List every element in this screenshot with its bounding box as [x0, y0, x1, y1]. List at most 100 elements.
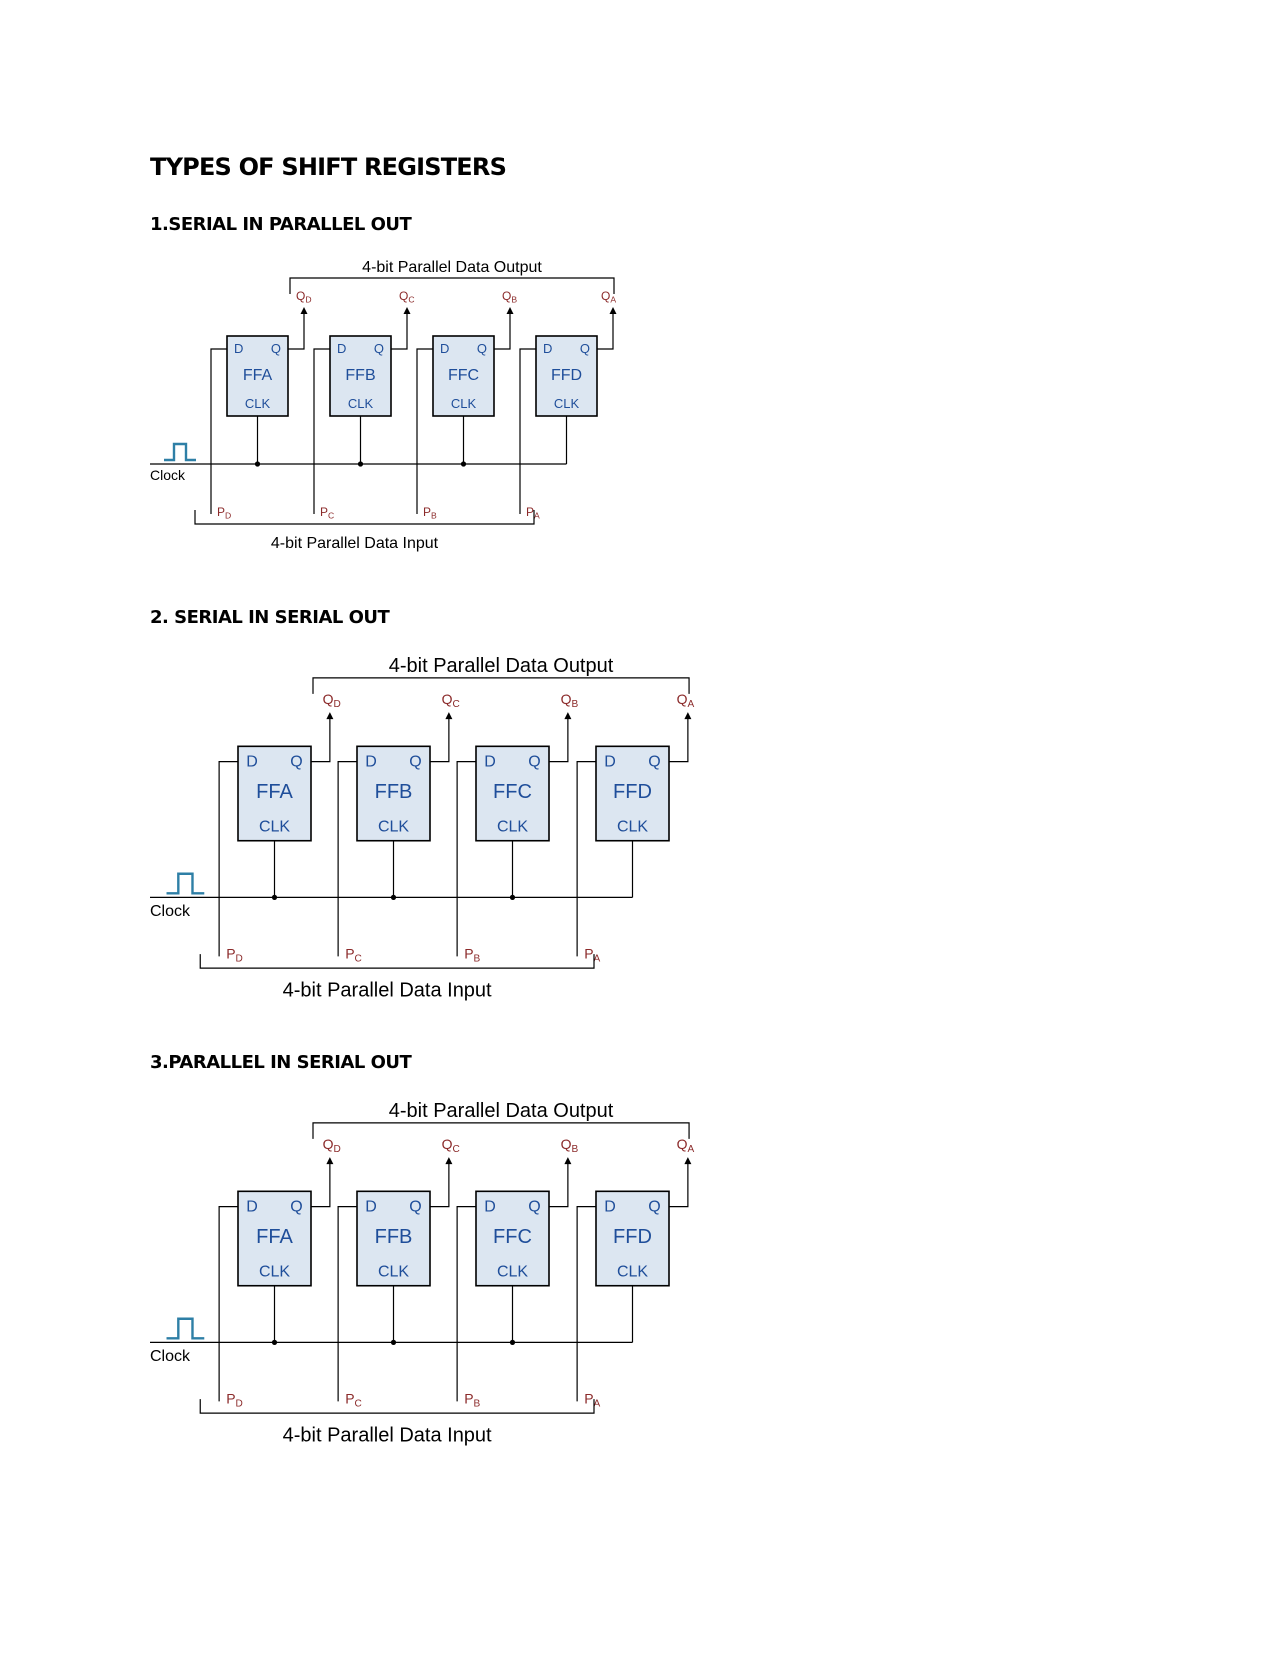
q-output-wire: [669, 1163, 689, 1208]
flipflop-name: FFC: [493, 1226, 532, 1248]
output-label: QA: [601, 289, 616, 305]
parallel-input-wire: [519, 348, 536, 514]
input-label: PC: [320, 505, 334, 521]
clock-pulse-icon: [166, 1317, 205, 1340]
flipflop-q-pin: Q: [409, 1198, 421, 1215]
flipflop-q-pin: Q: [580, 341, 590, 356]
q-output-wire: [430, 718, 450, 763]
flipflop-clk-pin: CLK: [617, 818, 648, 835]
input-label: PD: [226, 1390, 243, 1409]
output-arrow: [326, 712, 334, 720]
flipflop-clk-pin: CLK: [245, 396, 271, 411]
flipflop-d-pin: D: [484, 1198, 496, 1215]
output-arrow: [326, 1157, 334, 1165]
q-output-wire: [288, 313, 305, 350]
input-label: PD: [217, 505, 231, 521]
flipflop-name: FFA: [243, 367, 273, 384]
output-label: QB: [561, 1136, 579, 1155]
output-arrow: [684, 1157, 692, 1165]
flipflop-clk-pin: CLK: [554, 396, 580, 411]
output-bus-bracket: [312, 677, 690, 694]
output-arrow: [445, 712, 453, 720]
flipflop-name: FFC: [493, 781, 532, 803]
flipflop-d-pin: D: [365, 753, 377, 770]
flipflop-box: [356, 745, 431, 842]
parallel-input-wire: [337, 1206, 357, 1402]
output-label: QC: [442, 1136, 460, 1155]
flipflop-clk-pin: CLK: [259, 1263, 290, 1280]
parallel-input-wire: [456, 761, 476, 957]
q-output-wire: [391, 313, 408, 350]
output-arrow: [684, 712, 692, 720]
flipflop-name: FFD: [613, 781, 652, 803]
flipflop-clk-pin: CLK: [617, 1263, 648, 1280]
clock-pulse-icon: [164, 442, 196, 462]
flipflop-d-pin: D: [440, 341, 449, 356]
output-bus-label: 4-bit Parallel Data Output: [362, 259, 542, 276]
parallel-input-wire: [210, 348, 227, 514]
parallel-input-wire: [576, 761, 596, 957]
input-label: PB: [464, 1390, 480, 1409]
output-arrow: [300, 307, 308, 314]
output-label: QD: [323, 691, 341, 710]
flipflop-clk-pin: CLK: [378, 1263, 409, 1280]
input-bus-bracket: [194, 510, 535, 525]
clock-junction-dot: [271, 1339, 278, 1345]
q-output-wire: [430, 1163, 450, 1208]
output-arrow: [609, 307, 617, 314]
output-label: QC: [399, 289, 415, 305]
flipflop-clk-pin: CLK: [497, 1263, 528, 1280]
parallel-input-wire: [218, 1206, 238, 1402]
flipflop-q-pin: Q: [290, 753, 302, 770]
output-bus-label: 4-bit Parallel Data Output: [389, 1100, 614, 1122]
flipflop-q-pin: Q: [648, 1198, 660, 1215]
q-output-wire: [549, 1163, 569, 1208]
flipflop-q-pin: Q: [271, 341, 281, 356]
input-label: PC: [345, 1390, 362, 1409]
flipflop-box: [237, 1190, 312, 1287]
input-bus-label: 4-bit Parallel Data Input: [283, 979, 492, 1001]
output-arrow: [506, 307, 514, 314]
flipflop-name: FFC: [448, 367, 479, 384]
flipflop-box: [356, 1190, 431, 1287]
output-bus-bracket: [289, 277, 615, 294]
page-title: TYPES OF SHIFT REGISTERS: [150, 153, 507, 181]
flipflop-d-pin: D: [484, 753, 496, 770]
flipflop-box: [237, 745, 312, 842]
clock-label: Clock: [150, 903, 191, 920]
flipflop-d-pin: D: [246, 1198, 258, 1215]
flipflop-name: FFB: [345, 367, 375, 384]
flipflop-d-pin: D: [365, 1198, 377, 1215]
output-label: QD: [323, 1136, 341, 1155]
q-output-wire: [494, 313, 511, 350]
flipflop-clk-pin: CLK: [497, 818, 528, 835]
flipflop-box: [535, 335, 598, 417]
parallel-input-wire: [313, 348, 330, 514]
flipflop-q-pin: Q: [528, 753, 540, 770]
input-bus-bracket: [199, 1399, 595, 1414]
input-label: PB: [423, 505, 437, 521]
output-arrow: [403, 307, 411, 314]
flipflop-box: [595, 1190, 670, 1287]
input-label: PA: [584, 1390, 600, 1409]
clock-label: Clock: [150, 467, 186, 483]
clock-junction-dot: [390, 1339, 397, 1345]
flipflop-q-pin: Q: [409, 753, 421, 770]
input-label: PB: [464, 945, 480, 964]
flipflop-name: FFA: [256, 781, 293, 803]
flipflop-d-pin: D: [246, 753, 258, 770]
flipflop-d-pin: D: [604, 753, 616, 770]
flipflop-name: FFB: [375, 1226, 413, 1248]
flipflop-clk-pin: CLK: [451, 396, 477, 411]
q-output-wire: [597, 313, 614, 350]
output-label: QC: [442, 691, 460, 710]
clock-label: Clock: [150, 1348, 191, 1365]
input-bus-label: 4-bit Parallel Data Input: [283, 1424, 492, 1446]
output-label: QA: [677, 1136, 695, 1155]
flipflop-name: FFD: [613, 1226, 652, 1248]
output-arrow: [564, 712, 572, 720]
flipflop-box: [475, 1190, 550, 1287]
clock-junction-dot: [254, 461, 261, 467]
output-label: QB: [502, 289, 517, 305]
